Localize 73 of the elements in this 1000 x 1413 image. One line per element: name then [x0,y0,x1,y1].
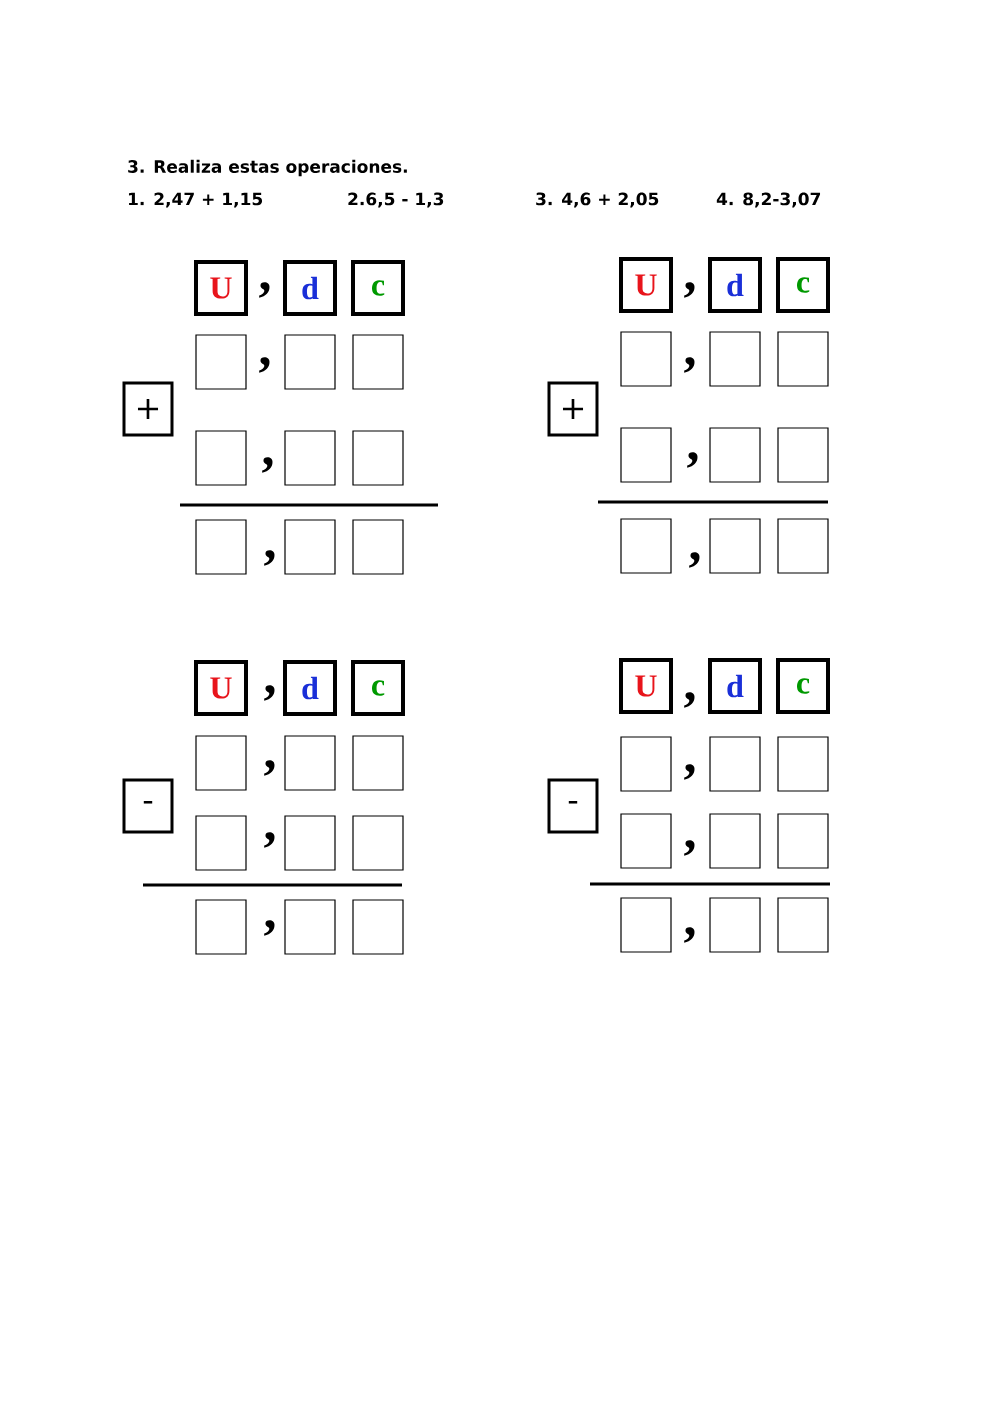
answer-box [195,519,247,575]
answer-box [284,334,336,390]
answer-box [709,813,761,869]
comma: , [684,927,695,943]
answer-box [620,897,672,953]
comma: , [259,357,270,373]
comma: , [264,760,275,776]
heading: 3. Realiza estas operaciones. [128,159,407,177]
column-header-box: c [351,260,405,316]
answer-box [620,813,672,869]
comma: , [262,457,273,473]
column-header-box: U [619,257,673,313]
column-header-box: d [283,660,337,716]
answer-box [284,519,336,575]
exercise-text: 3. 4,6 + 2,05 [536,192,659,208]
operator-box: - [547,778,599,834]
answer-box [709,518,761,574]
answer-box [709,897,761,953]
comma: , [264,550,275,566]
answer-box [777,897,829,953]
column-header-box: d [708,658,762,714]
answer-box [620,518,672,574]
column-header-box: d [283,260,337,316]
answer-box [284,735,336,791]
column-header-box: c [776,658,830,714]
answer-box [195,815,247,871]
answer-box [195,334,247,390]
operator-box: - [122,778,174,834]
answer-box [620,427,672,483]
answer-box [620,736,672,792]
comma: , [264,832,275,848]
comma: , [687,452,698,468]
comma: , [264,920,275,936]
exercise-text: 1. 2,47 + 1,15 [129,192,263,208]
comma: , [684,840,695,856]
answer-box [352,815,404,871]
answer-box [284,430,336,486]
answer-box [352,519,404,575]
answer-box [709,427,761,483]
comma: , [684,357,695,373]
comma: , [684,692,695,708]
answer-box [195,735,247,791]
answer-box [777,427,829,483]
answer-box [777,331,829,387]
answer-box [709,331,761,387]
exercise-text: 2.6,5 - 1,3 [348,192,444,208]
column-header-box: U [194,260,248,316]
answer-box [709,736,761,792]
answer-box [352,735,404,791]
answer-box [284,815,336,871]
answer-box [352,334,404,390]
answer-box [620,331,672,387]
column-header-box: c [351,660,405,716]
answer-box [777,518,829,574]
comma: , [264,685,275,701]
answer-box [777,736,829,792]
answer-box [195,430,247,486]
exercise-text: 4. 8,2-3,07 [716,192,820,208]
operator-box: + [547,381,599,437]
comma: , [684,764,695,780]
comma: , [259,282,270,298]
answer-box [777,813,829,869]
answer-box [284,899,336,955]
column-header-box: U [619,658,673,714]
comma: , [684,282,695,298]
comma: , [689,552,700,568]
column-header-box: U [194,660,248,716]
answer-box [195,899,247,955]
operator-box: + [122,381,174,437]
column-header-box: d [708,257,762,313]
answer-box [352,899,404,955]
answer-box [352,430,404,486]
column-header-box: c [776,257,830,313]
